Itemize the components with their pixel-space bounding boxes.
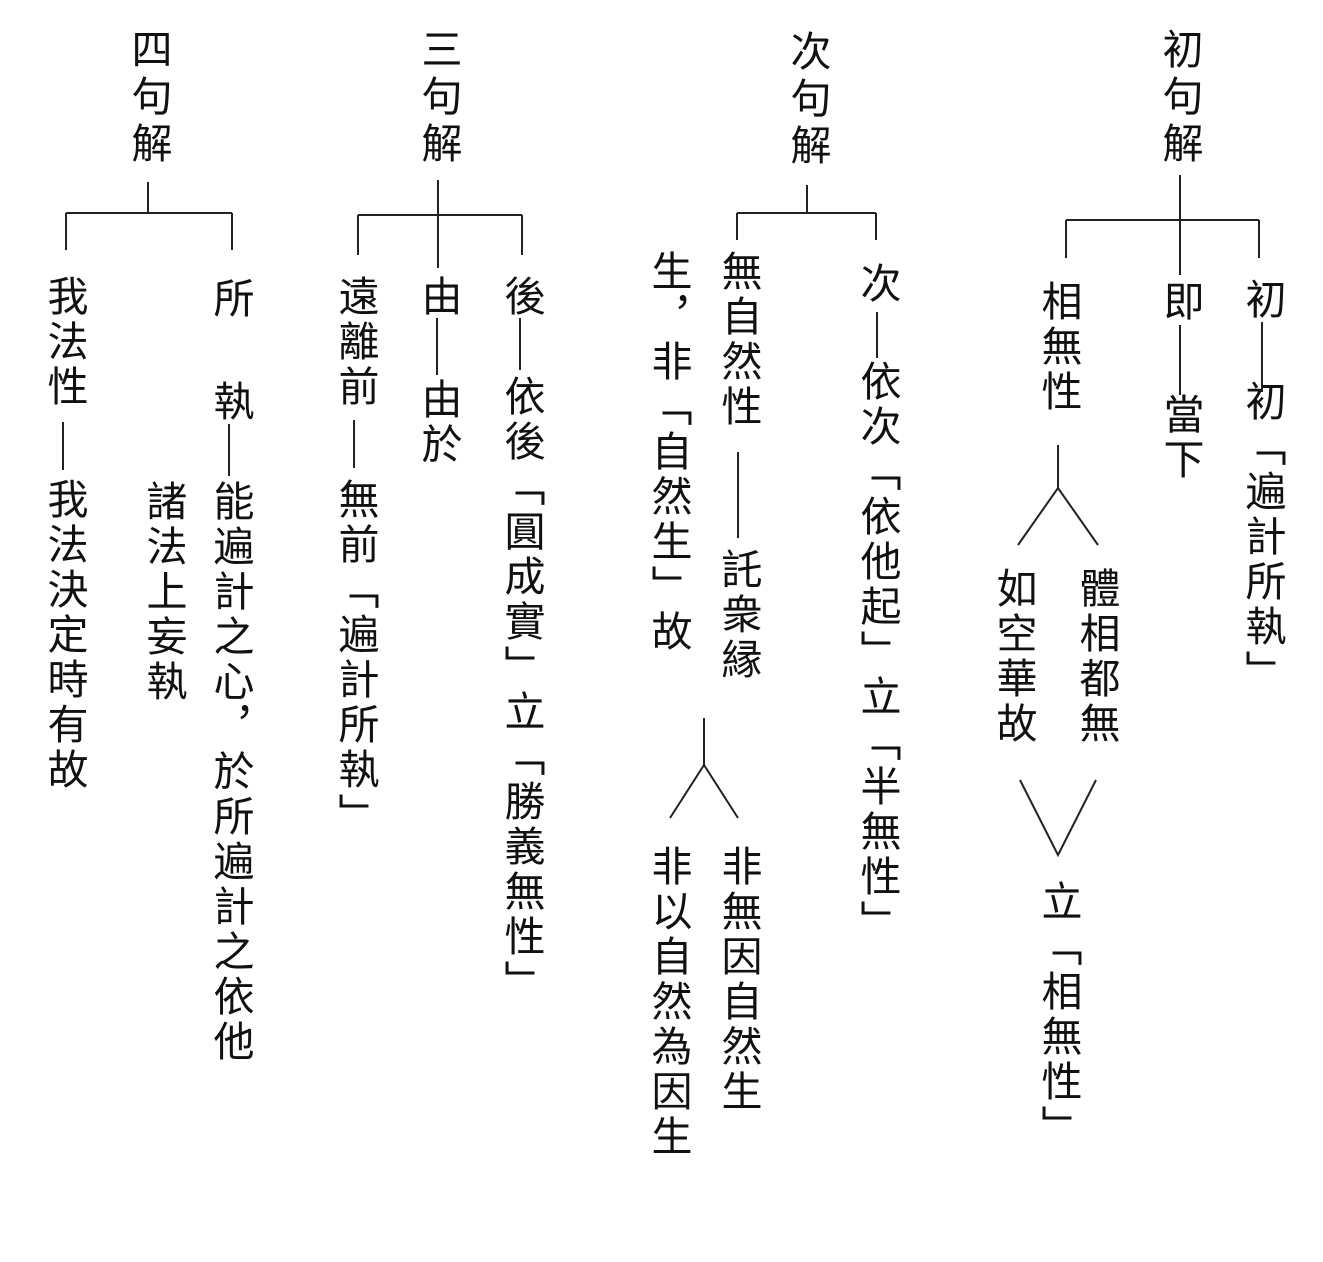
heading-second: 次句解: [783, 30, 831, 171]
third-col-a-text: 依後「圓成實」立「勝義無性」: [497, 375, 545, 1005]
second-col-c-text: 生，非「自然生」故: [644, 250, 692, 655]
first-col-c-head: 相無性: [1034, 280, 1082, 415]
fourth-col-a-sub: 諸法上妄執: [139, 480, 187, 705]
third-col-c-head: 遠離前: [331, 275, 379, 410]
second-col-b-head: 無自然性: [714, 250, 762, 430]
third-col-b-text: 由於: [414, 378, 462, 468]
first-col-b-head: 即: [1156, 280, 1204, 325]
first-col-a-text: 初「遍計所執」: [1238, 380, 1286, 695]
first-branch-2: 如空華故: [989, 567, 1037, 747]
heading-first: 初句解: [1155, 28, 1203, 169]
second-branch-2: 非以自然為因生: [644, 845, 692, 1160]
heading-third: 三句解: [414, 28, 462, 169]
second-col-b-text: 託衆縁: [714, 548, 762, 683]
second-branch-1: 非無因自然生: [714, 845, 762, 1115]
second-col-a-text: 依次「依他起」立「半無性」: [853, 360, 901, 945]
third-col-c-text: 無前「遍計所執」: [331, 478, 379, 838]
third-col-b-head: 由: [414, 275, 462, 320]
fourth-col-a-head-1: 所: [206, 277, 254, 322]
second-col-a-head: 次: [853, 262, 901, 307]
heading-fourth: 四句解: [124, 28, 172, 169]
third-col-a-head: 後: [497, 275, 545, 320]
first-result: 立「相無性」: [1034, 880, 1082, 1150]
first-col-b-text: 當下: [1156, 393, 1204, 483]
first-branch-1: 體相都無: [1072, 567, 1120, 747]
fourth-col-a-text: 能遍計之心，於所遍計之依他: [206, 480, 254, 1065]
fourth-col-a-head-2: 執: [206, 380, 254, 425]
fourth-col-b-text: 我法決定時有故: [40, 478, 88, 793]
first-col-a-head: 初: [1238, 278, 1286, 323]
fourth-col-b-head: 我法性: [40, 275, 88, 410]
